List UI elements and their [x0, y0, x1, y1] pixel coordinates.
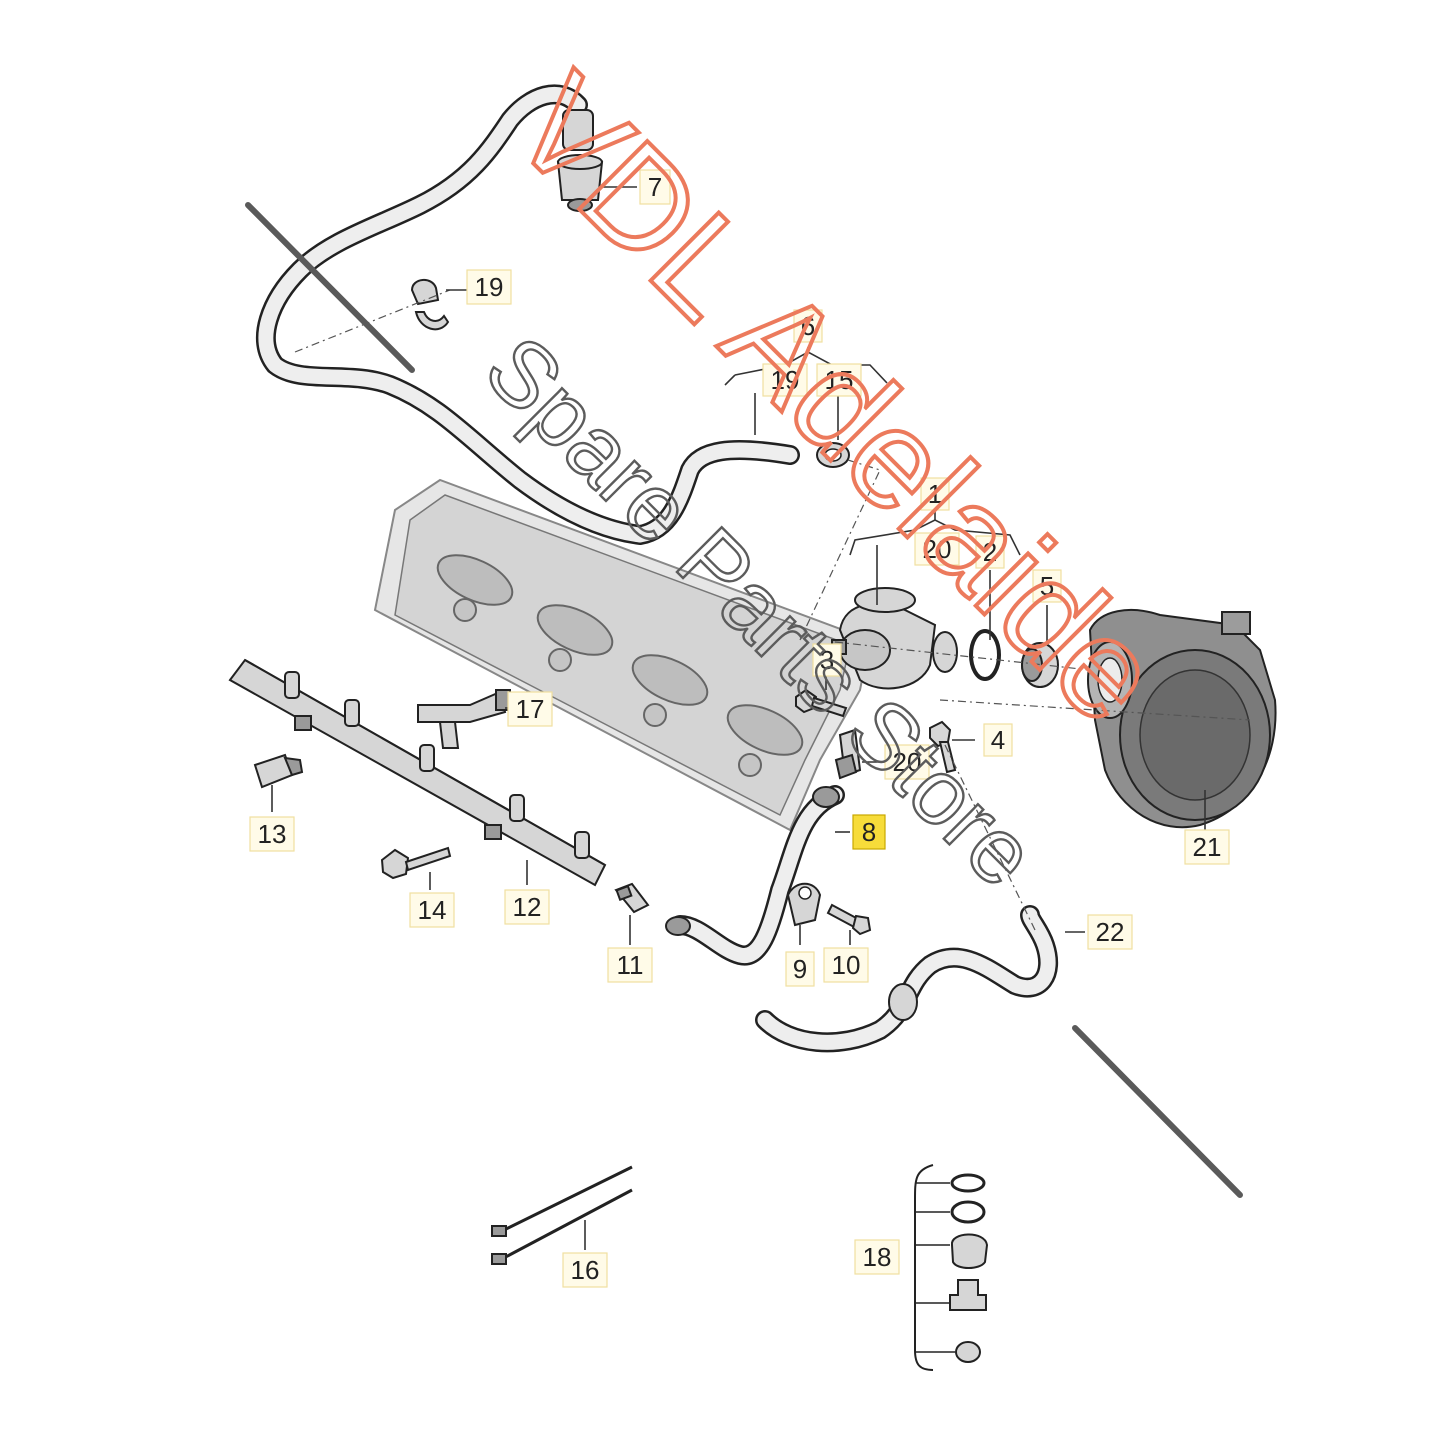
callout-19-group-label: 19 — [771, 365, 800, 395]
callout-15-label: 15 — [825, 365, 854, 395]
part-17-injector — [417, 689, 511, 749]
callout-7: 7 — [639, 169, 671, 205]
callout-8-label: 8 — [862, 817, 876, 847]
callout-10-label: 10 — [832, 950, 861, 980]
part-8-fuel-line — [665, 785, 845, 966]
part-12-fuel-rail — [228, 658, 607, 887]
callout-16: 16 — [562, 1252, 608, 1288]
callout-1-label: 1 — [928, 479, 942, 509]
callout-16-label: 16 — [571, 1255, 600, 1285]
callout-3: 3 — [812, 643, 842, 677]
callout-21: 21 — [1184, 829, 1230, 865]
part-16-cable-ties — [491, 1165, 633, 1265]
callout-4-label: 4 — [991, 725, 1005, 755]
part-11-sensor — [614, 882, 650, 914]
callout-11: 11 — [607, 947, 653, 983]
upper-vent-hose — [256, 84, 800, 545]
cylinder-head-plate — [373, 478, 872, 832]
callout-2-label: 2 — [983, 537, 997, 567]
part-20-union — [834, 728, 862, 780]
part-9-clamp — [786, 882, 822, 927]
callout-13: 13 — [249, 816, 295, 852]
callout-17: 17 — [507, 691, 553, 727]
callout-20-pump: 20 — [914, 532, 960, 566]
part-21-vacuum-pump — [1087, 609, 1277, 829]
callout-6-label: 6 — [801, 311, 815, 341]
callout-14: 14 — [409, 892, 455, 928]
callout-21-label: 21 — [1193, 832, 1222, 862]
callout-15: 15 — [816, 363, 862, 397]
callout-11-label: 11 — [617, 950, 644, 980]
part-4-bolt — [929, 720, 957, 774]
part-2-o-ring — [969, 629, 1001, 681]
part-19-clip — [410, 279, 450, 331]
part-10-bolt — [826, 903, 872, 936]
callout-20-union-label: 20 — [893, 747, 922, 777]
part-14-bolt — [380, 846, 452, 880]
callout-18: 18 — [854, 1239, 900, 1275]
callout-19-group: 19 — [762, 363, 808, 397]
callout-10: 10 — [823, 947, 869, 983]
part-5-cam-follower — [1021, 642, 1059, 688]
callout-1: 1 — [920, 477, 950, 511]
callout-18-label: 18 — [863, 1242, 892, 1272]
callout-20-pump-label: 20 — [923, 534, 952, 564]
callout-6: 6 — [793, 309, 823, 343]
part-3-bolt — [795, 688, 848, 718]
callout-17-label: 17 — [516, 694, 545, 724]
part-7-cap — [556, 154, 604, 212]
callout-5: 5 — [1032, 569, 1062, 603]
callout-3-label: 3 — [820, 645, 834, 675]
part-18-assortment — [914, 1164, 989, 1371]
assembly-guide-lines — [294, 289, 1251, 931]
watermark-bar-top — [245, 202, 415, 373]
callout-5-label: 5 — [1040, 571, 1054, 601]
callout-12: 12 — [504, 889, 550, 925]
callout-19-top-label: 19 — [475, 272, 504, 302]
callout-20-union: 20 — [884, 744, 930, 780]
callout-9-label: 9 — [793, 954, 807, 984]
part-13-sensor — [253, 753, 304, 789]
callout-13-label: 13 — [258, 819, 287, 849]
callout-22-label: 22 — [1096, 917, 1125, 947]
callout-22: 22 — [1087, 914, 1133, 950]
callout-9: 9 — [785, 951, 815, 987]
callout-2: 2 — [975, 535, 1005, 569]
watermark-bar-bottom — [1072, 1025, 1243, 1198]
part-15-clamp — [816, 442, 850, 468]
part-1-fuel-pump — [831, 587, 958, 690]
callout-4: 4 — [983, 723, 1013, 757]
callout-12-label: 12 — [513, 892, 542, 922]
callout-19-top: 19 — [466, 269, 512, 305]
callout-14-label: 14 — [418, 895, 447, 925]
callout-7-label: 7 — [648, 172, 662, 202]
callout-8: 8 — [852, 814, 886, 850]
part-22-vacuum-hose — [755, 905, 1059, 1053]
